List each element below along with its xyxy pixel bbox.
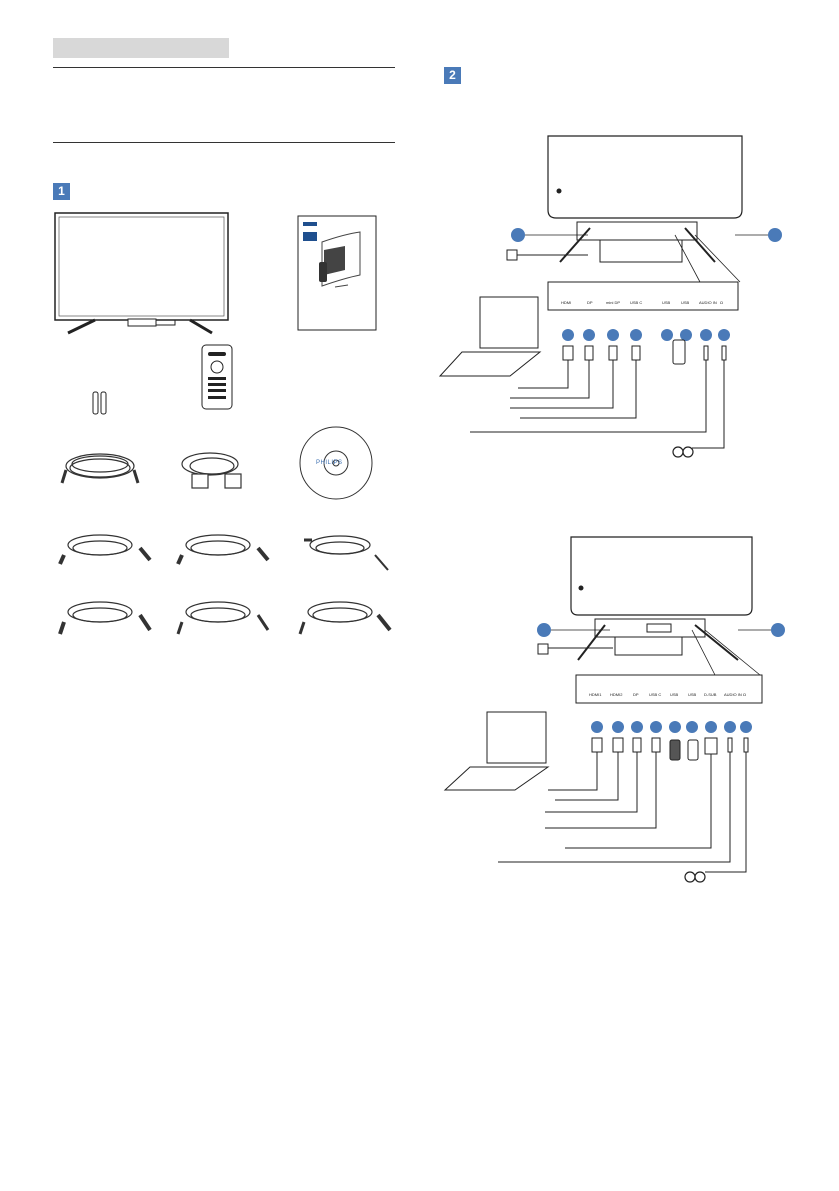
headphone-icon-2 — [684, 871, 706, 883]
section-2-badge: 2 — [444, 67, 461, 84]
top-rule — [53, 67, 395, 68]
remote-control-icon — [201, 344, 233, 410]
cd-brand-text: PHILIPS — [316, 460, 343, 466]
vga-cable-icon — [181, 452, 242, 489]
monitor-front-icon — [54, 212, 229, 335]
port-label-dp: DP — [587, 300, 593, 305]
callout-1b-marker — [537, 623, 551, 637]
monitor-rear-icon-2 — [570, 536, 753, 661]
usb-c-cable-icon — [176, 601, 270, 635]
usb-cable-icon — [298, 601, 392, 635]
power-plug-icon-2 — [537, 643, 549, 655]
hdmi-cable-2-icon — [58, 601, 152, 635]
port-label-usb-4: USB — [688, 692, 697, 697]
monitor-rear-icon-1 — [547, 135, 743, 263]
callout-2b-marker — [771, 623, 785, 637]
callout-1-marker — [511, 228, 525, 242]
quick-start-guide-icon — [297, 215, 377, 331]
section-1-badge: 1 — [53, 183, 70, 200]
port-label-headphone: Ω — [720, 300, 723, 305]
port-label-usb-c: USB C — [630, 300, 643, 305]
port-panel-1 — [547, 281, 739, 311]
connector-markers-1 — [562, 329, 730, 341]
port-label-usb-3: USB — [670, 692, 679, 697]
batteries-icon — [92, 391, 107, 415]
port-label-hdmi1: HDMI1 — [589, 692, 602, 697]
port-label-audio-in-2: AUDIO IN — [724, 692, 742, 697]
connector-markers-2 — [591, 721, 752, 733]
power-cable-icon — [60, 453, 140, 484]
port-label-mini-dp: mini DP — [606, 300, 621, 305]
power-plug-icon — [506, 249, 518, 261]
port-label-hdmi2: HDMI2 — [610, 692, 623, 697]
headphone-icon-1 — [672, 446, 694, 458]
laptop-icon-2 — [443, 711, 550, 791]
section-rule — [53, 142, 395, 143]
port-panel-2 — [575, 674, 763, 704]
port-label-usb-c-2: USB C — [649, 692, 662, 697]
hdmi-cable-icon — [58, 534, 152, 565]
booklet-brand-text: PHILIPS — [305, 227, 321, 232]
port-label-dsub: D-SUB — [704, 692, 717, 697]
cable-lines-2 — [498, 750, 747, 873]
plug-icons-2 — [591, 737, 749, 761]
port-label-headphone-2: Ω — [743, 692, 746, 697]
plug-icons-1 — [562, 339, 727, 365]
callout-2-marker — [768, 228, 782, 242]
cd-disc-icon — [299, 426, 373, 500]
section-header-placeholder — [53, 38, 229, 58]
port-label-usb-1: USB — [662, 300, 671, 305]
dp-cable-icon — [176, 534, 270, 565]
audio-cable-icon — [304, 535, 389, 571]
port-label-usb-2: USB — [681, 300, 690, 305]
cable-lines-1 — [470, 360, 725, 449]
laptop-icon-1 — [438, 296, 542, 377]
port-label-audio-in: AUDIO IN — [699, 300, 717, 305]
port-label-hdmi: HDMI — [561, 300, 572, 305]
port-label-dp-2: DP — [633, 692, 639, 697]
